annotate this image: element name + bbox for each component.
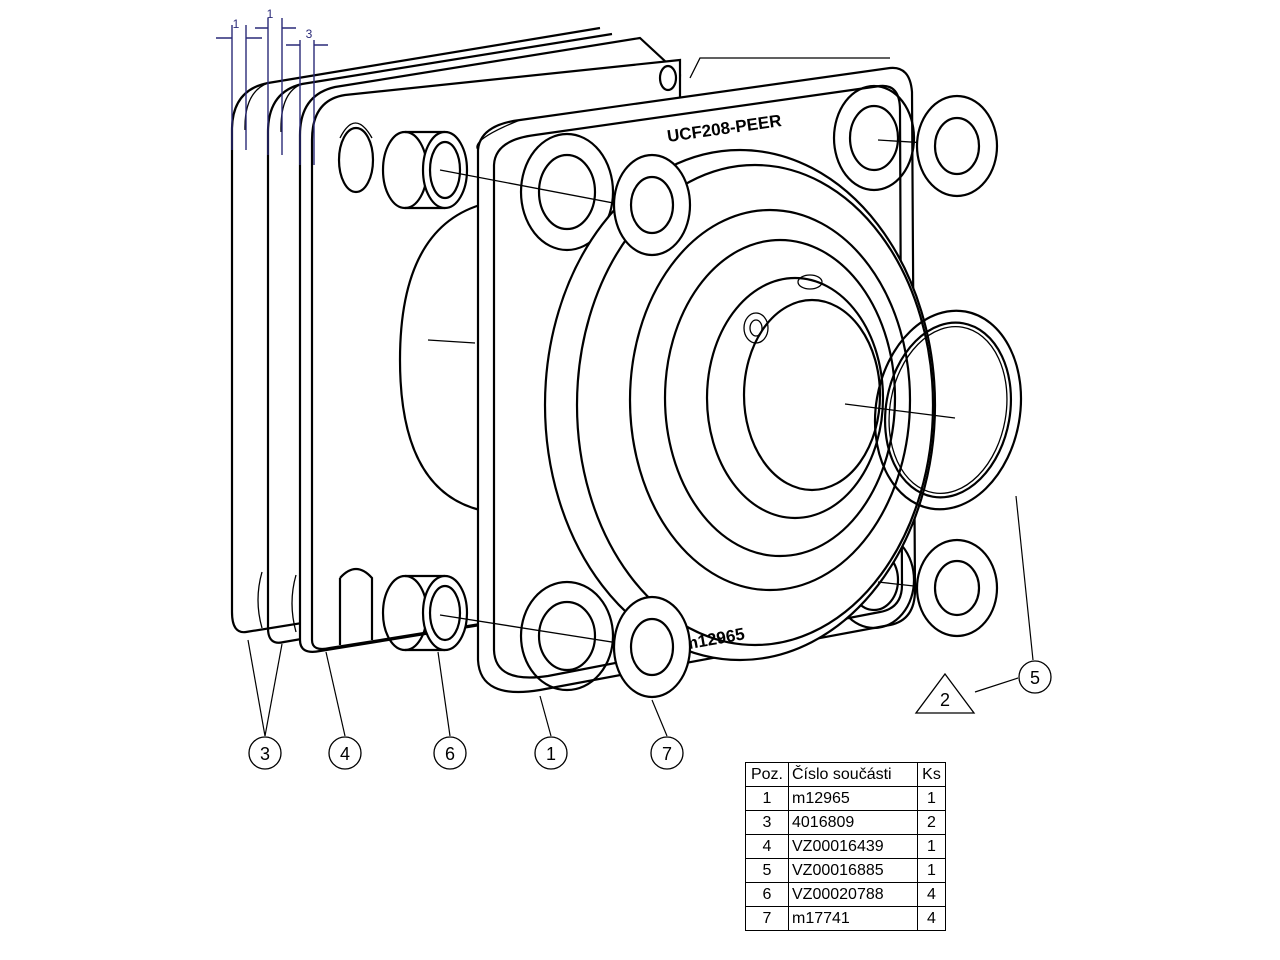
bom-position: 7: [745, 906, 789, 931]
svg-text:5: 5: [1030, 668, 1040, 688]
bom-quantity: 2: [917, 810, 946, 835]
balloon-leaders: [247, 495, 1034, 737]
bom-row: 6 VZ00020788 4: [745, 882, 946, 907]
bom-position: 5: [745, 858, 789, 883]
svg-text:6: 6: [445, 744, 455, 764]
thickness-dimensions: 1 1 3: [216, 7, 328, 165]
bom-quantity: 4: [917, 906, 946, 931]
bom-row: 3 4016809 2: [745, 810, 946, 835]
svg-text:3: 3: [260, 744, 270, 764]
bom-quantity: 1: [917, 834, 946, 859]
bom-header-position: Poz.: [745, 762, 789, 787]
washer-7-top-left: [612, 153, 692, 257]
bom-quantity: 1: [917, 786, 946, 811]
balloon-3: 3: [248, 736, 282, 770]
bom-position: 3: [745, 810, 789, 835]
balloon-1: 1: [534, 736, 568, 770]
balloon-7: 7: [650, 736, 684, 770]
note-triangle: 2: [914, 672, 976, 714]
balloon-6: 6: [433, 736, 467, 770]
svg-text:2: 2: [940, 690, 950, 710]
bom-part-number: m12965: [788, 786, 918, 811]
bom-position: 4: [745, 834, 789, 859]
flange-housing-1: UCF208-PEER m12965: [476, 57, 937, 694]
svg-text:1: 1: [546, 744, 556, 764]
bom-row: 4 VZ00016439 1: [745, 834, 946, 859]
bom-quantity: 4: [917, 882, 946, 907]
bom-part-number: VZ00016885: [788, 858, 918, 883]
bom-quantity: 1: [917, 858, 946, 883]
washer-7-bottom-right: [915, 538, 999, 638]
bill-of-materials-table: Poz. Číslo součásti Ks 1 m12965 1 3 4016…: [745, 762, 946, 931]
washer-7-top-right: [915, 94, 999, 198]
bom-part-number: VZ00020788: [788, 882, 918, 907]
bom-row: 1 m12965 1: [745, 786, 946, 811]
bom-row: 5 VZ00016885 1: [745, 858, 946, 883]
bom-part-number: 4016809: [788, 810, 918, 835]
washer-7-bottom-left: [612, 595, 692, 699]
bom-header-part-number: Číslo součásti: [788, 762, 918, 787]
balloon-4: 4: [328, 736, 362, 770]
bom-row: 7 m17741 4: [745, 906, 946, 931]
dimension-shim-1: 1: [233, 17, 240, 31]
spacer-tube-6-top: [381, 130, 469, 210]
svg-text:4: 4: [340, 744, 350, 764]
bom-part-number: VZ00016439: [788, 834, 918, 859]
balloon-5: 5: [1018, 660, 1052, 694]
dimension-spacer: 3: [306, 27, 313, 41]
spacer-tube-6-bottom: [381, 574, 469, 652]
housing-rear-spigot: [398, 203, 482, 512]
sealing-ring-5: [873, 309, 1023, 511]
bom-part-number: m17741: [788, 906, 918, 931]
svg-text:7: 7: [662, 744, 672, 764]
bom-position: 1: [745, 786, 789, 811]
bom-header-quantity: Ks: [917, 762, 946, 787]
bom-position: 6: [745, 882, 789, 907]
dimension-shim-2: 1: [267, 7, 274, 21]
bom-header-row: Poz. Číslo součásti Ks: [745, 762, 946, 787]
